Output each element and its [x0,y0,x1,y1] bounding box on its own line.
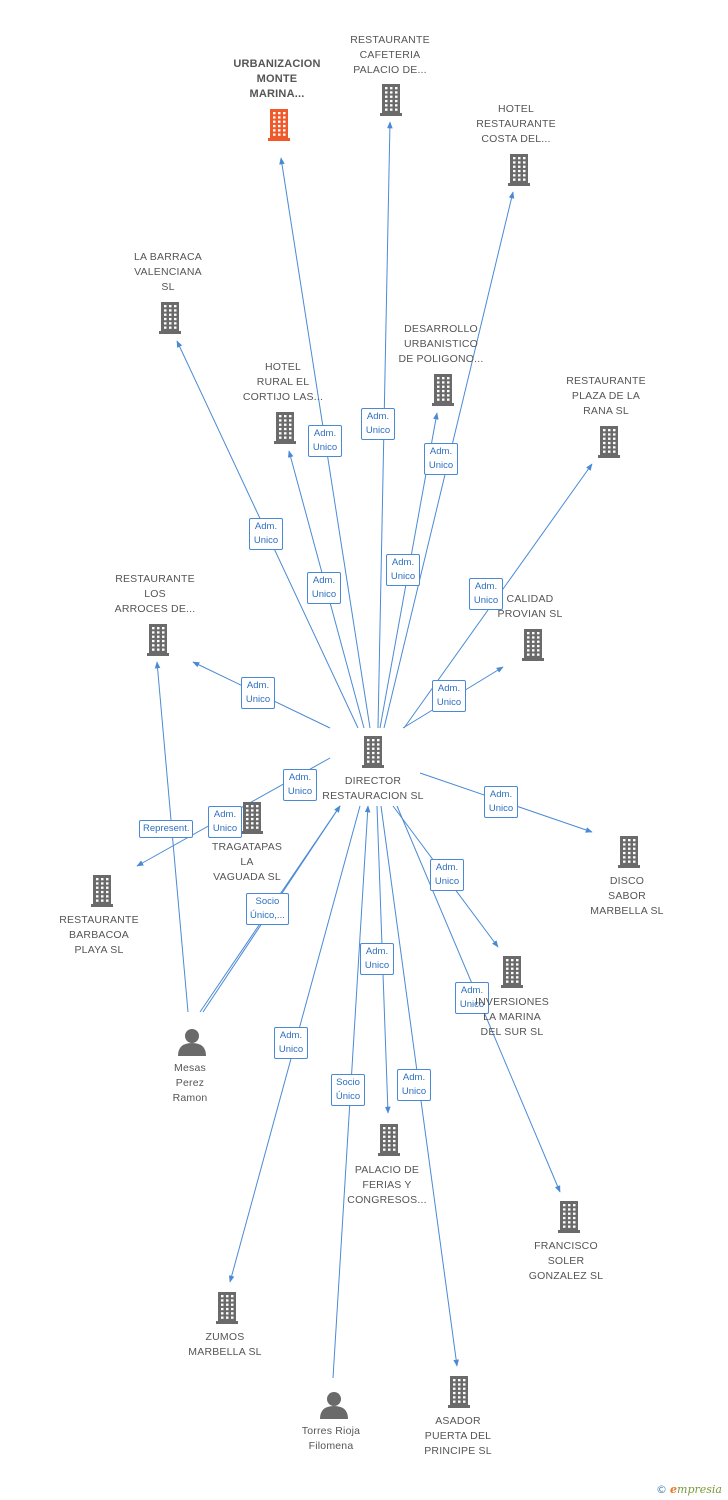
person-label-torres[interactable]: Torres Rioja Filomena [301,1425,361,1452]
company-label-francisco[interactable]: FRANCISCO SOLER GONZALEZ SL [528,1240,604,1282]
company-label-hotel-rural[interactable]: HOTEL RURAL EL CORTIJO LAS... [242,361,324,403]
building-icon[interactable] [91,875,113,907]
edge-label[interactable]: Adm. Unico [469,578,503,610]
brand-name: mpresia [677,1483,722,1496]
company-label-zumos[interactable]: ZUMOS MARBELLA SL [188,1331,262,1358]
edge-label[interactable]: Represent. [139,820,194,838]
icon-layer [91,84,640,1419]
edge-label[interactable]: Adm. Unico [397,1069,431,1101]
building-icon[interactable] [216,1292,238,1324]
company-label-urbanizacion[interactable]: URBANIZACION MONTE MARINA... [233,58,321,100]
company-label-desarrollo[interactable]: DESARROLLO URBANISTICO DE POLIGONO... [398,323,484,365]
edge-label[interactable]: Adm. Unico [360,943,394,975]
building-icon[interactable] [618,836,640,868]
building-icon[interactable] [448,1376,470,1408]
company-label-plaza-rana[interactable]: RESTAURANTE PLAZA DE LA RANA SL [566,375,646,417]
company-label-arroces[interactable]: RESTAURANTE LOS ARROCES DE... [114,573,196,615]
edge-label[interactable]: Socio Único,... [246,893,289,925]
company-label-disco[interactable]: DISCO SABOR MARBELLA SL [590,875,664,917]
edge-label[interactable]: Adm. Unico [455,982,489,1014]
copyright-mark: © [656,1483,668,1496]
person-label-mesas[interactable]: Mesas Perez Ramon [172,1062,208,1104]
edge-label[interactable]: Adm. Unico [361,408,395,440]
building-icon[interactable] [241,802,263,834]
company-label-tragatapas[interactable]: TRAGATAPAS LA VAGUADA SL [211,841,283,883]
company-label-barraca[interactable]: LA BARRACA VALENCIANA SL [134,251,202,293]
building-icon[interactable] [501,956,523,988]
building-icon[interactable] [432,374,454,406]
brand-initial: e [670,1483,678,1496]
building-icon[interactable] [598,426,620,458]
edge-label[interactable]: Adm. Unico [249,518,283,550]
person-icon[interactable] [320,1392,348,1419]
company-label-center[interactable]: DIRECTOR RESTAURACION SL [322,775,424,802]
edge-label[interactable]: Adm. Unico [430,859,464,891]
building-icon[interactable] [159,302,181,334]
building-icon[interactable] [274,412,296,444]
company-label-hotel-costa[interactable]: HOTEL RESTAURANTE COSTA DEL... [476,103,556,145]
edge-label[interactable]: Adm. Unico [241,677,275,709]
edge-label[interactable]: Adm. Unico [308,425,342,457]
person-icon[interactable] [178,1029,206,1056]
edge-label[interactable]: Adm. Unico [283,769,317,801]
brand-watermark: ©empresia [656,1483,722,1496]
edge-label[interactable]: Adm. Unico [208,806,242,838]
building-icon[interactable] [362,736,384,768]
edge-label[interactable]: Adm. Unico [386,554,420,586]
company-label-calidad[interactable]: CALIDAD PROVIAN SL [497,593,563,620]
company-label-inversiones[interactable]: INVERSIONES LA MARINA DEL SUR SL [475,996,549,1038]
edge-label[interactable]: Adm. Unico [274,1027,308,1059]
building-icon[interactable] [147,624,169,656]
edge-label[interactable]: Adm. Unico [424,443,458,475]
company-label-barbacoa[interactable]: RESTAURANTE BARBACOA PLAYA SL [59,914,139,956]
edge-label[interactable]: Adm. Unico [307,572,341,604]
building-icon[interactable] [558,1201,580,1233]
building-icon[interactable] [508,154,530,186]
building-icon[interactable] [378,1124,400,1156]
building-icon[interactable] [268,109,290,141]
edge-label[interactable]: Socio Único [331,1074,365,1106]
company-label-palacio-ferias[interactable]: PALACIO DE FERIAS Y CONGRESOS... [347,1164,427,1206]
building-icon[interactable] [522,629,544,661]
company-label-asador[interactable]: ASADOR PUERTA DEL PRINCIPE SL [424,1415,492,1457]
edge-label[interactable]: Adm. Unico [432,680,466,712]
building-icon[interactable] [380,84,402,116]
edge-label[interactable]: Adm. Unico [484,786,518,818]
company-label-cafeteria[interactable]: RESTAURANTE CAFETERIA PALACIO DE... [350,34,430,76]
